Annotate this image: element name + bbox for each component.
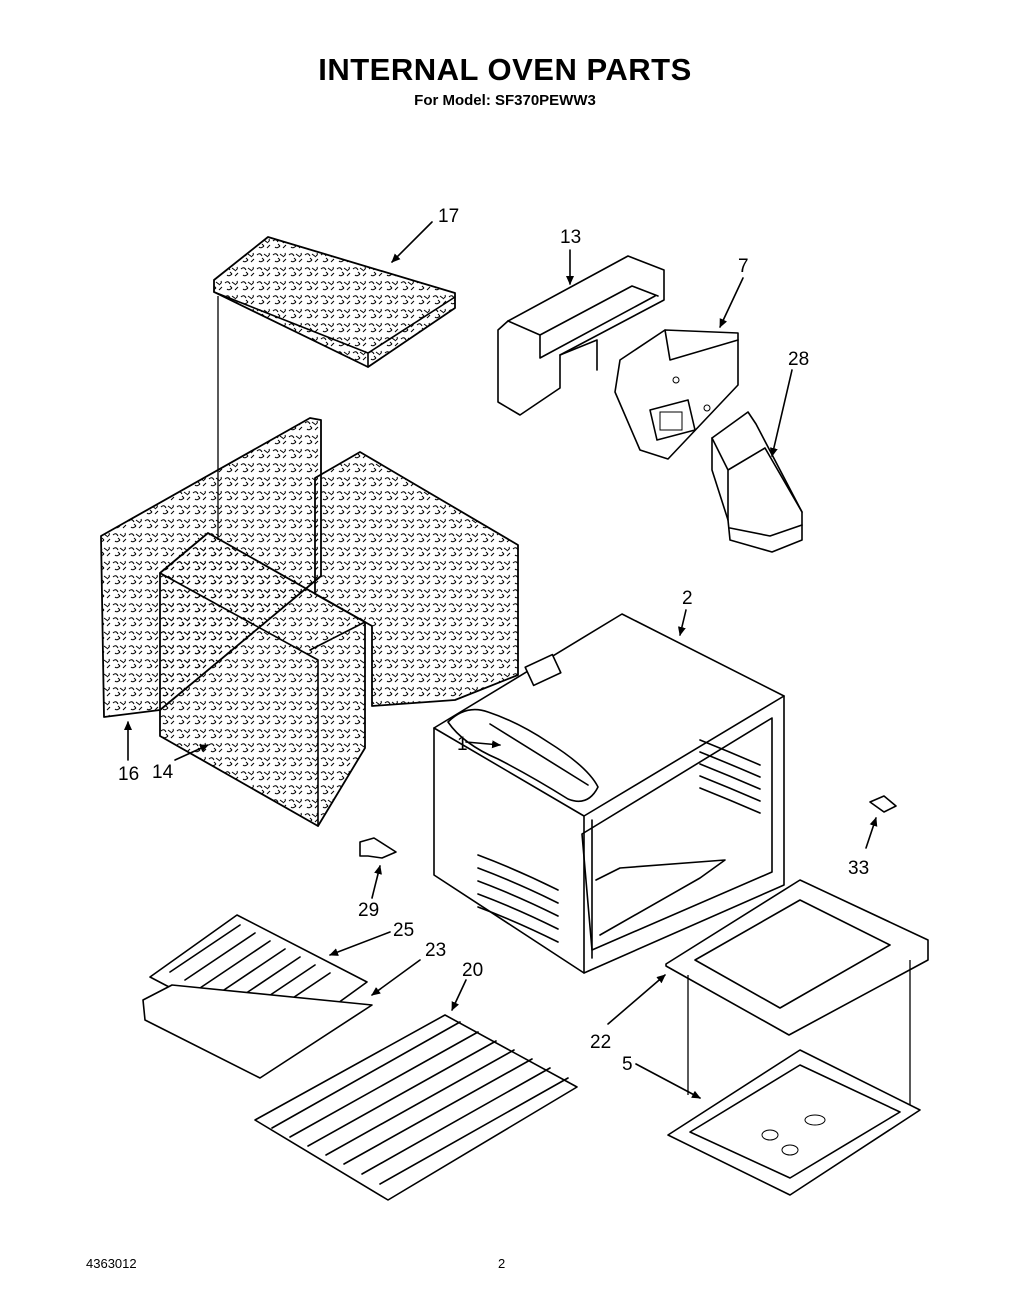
- part-2-oven-liner: [433, 613, 785, 974]
- callout-2: 2: [682, 588, 693, 609]
- part-22-oven-bottom: [665, 879, 929, 1110]
- callout-23: 23: [425, 940, 446, 961]
- callout-1: 1: [457, 734, 468, 755]
- part-28-flue: [711, 411, 803, 553]
- callout-labels: 17 13 7 28 2 1 16 14 33 29 25 23 20 22 5: [118, 206, 869, 1075]
- document-number: 4363012: [86, 1256, 137, 1271]
- callout-5: 5: [622, 1054, 633, 1075]
- part-33-clip: [869, 795, 897, 813]
- callout-25: 25: [393, 920, 414, 941]
- callout-17: 17: [438, 206, 459, 227]
- part-5-burner-box: [667, 1049, 921, 1196]
- leader-lines: [124, 221, 878, 1099]
- part-20-oven-rack: [254, 1014, 578, 1201]
- callout-16: 16: [118, 764, 139, 785]
- callout-20: 20: [462, 960, 483, 981]
- page-title: INTERNAL OVEN PARTS: [318, 52, 692, 87]
- part-17-top-insulation: [213, 236, 456, 540]
- callout-33: 33: [848, 858, 869, 879]
- part-23-broiler-pan: [142, 984, 373, 1079]
- part-7-vent-plate: [614, 329, 739, 460]
- page-number: 2: [498, 1256, 506, 1271]
- callout-13: 13: [560, 227, 581, 248]
- callout-29: 29: [358, 900, 379, 921]
- callout-28: 28: [788, 349, 809, 370]
- part-1-element: [447, 708, 599, 803]
- model-subtitle: For Model: SF370PEWW3: [414, 92, 596, 109]
- callout-22: 22: [590, 1032, 611, 1053]
- part-14-wrap-insulation: [159, 451, 519, 827]
- callout-7: 7: [738, 256, 749, 277]
- callout-14: 14: [152, 762, 174, 783]
- part-29-bracket: [359, 837, 397, 859]
- part-13-vent-duct: [497, 255, 665, 416]
